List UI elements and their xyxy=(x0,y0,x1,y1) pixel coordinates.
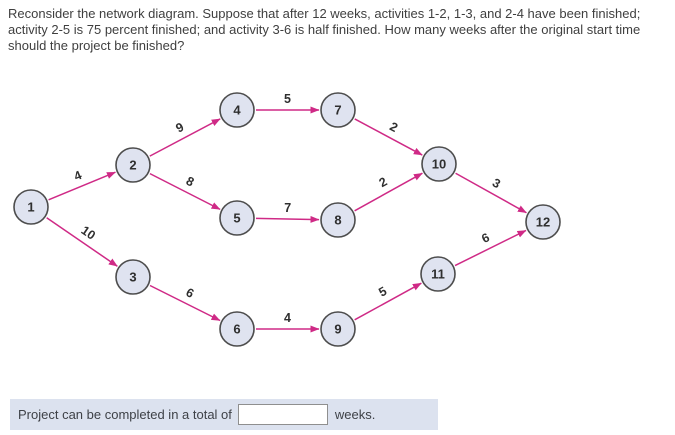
edge-2-5 xyxy=(149,172,221,211)
edge-label-11-12: 6 xyxy=(479,230,491,246)
node-circle xyxy=(13,189,49,225)
edge-8-10 xyxy=(354,172,423,212)
edge-1-2 xyxy=(48,171,116,201)
edge-9-11 xyxy=(354,282,422,321)
node-number: 12 xyxy=(536,215,550,230)
node-circle xyxy=(320,92,356,128)
node-6: 6 xyxy=(219,311,255,347)
node-circle xyxy=(525,204,561,240)
edge-label-3-6: 6 xyxy=(184,285,197,301)
node-5: 5 xyxy=(219,200,255,236)
edge-label-4-7: 5 xyxy=(284,92,291,106)
node-circle xyxy=(219,200,255,236)
answer-suffix: weeks. xyxy=(334,407,376,422)
edge-10-12 xyxy=(455,172,527,214)
node-12: 12 xyxy=(525,204,561,240)
node-number: 7 xyxy=(334,103,341,118)
answer-input[interactable] xyxy=(237,404,328,425)
node-number: 3 xyxy=(129,270,136,285)
node-9: 9 xyxy=(320,311,356,347)
node-7: 7 xyxy=(320,92,356,128)
node-2: 2 xyxy=(115,147,151,183)
node-number: 10 xyxy=(432,157,446,172)
node-4: 4 xyxy=(219,92,255,128)
node-number: 6 xyxy=(233,322,240,337)
edge-label-7-10: 2 xyxy=(387,119,400,135)
edge-label-6-9: 4 xyxy=(284,311,291,325)
node-11: 11 xyxy=(420,256,456,292)
node-number: 5 xyxy=(233,211,240,226)
node-circle xyxy=(421,146,457,182)
edge-label-1-3: 10 xyxy=(79,223,98,242)
answer-bar: Project can be completed in a total of w… xyxy=(10,399,438,430)
node-10: 10 xyxy=(421,146,457,182)
node-circle xyxy=(219,92,255,128)
edge-label-9-11: 5 xyxy=(376,284,389,300)
edge-3-6 xyxy=(149,284,221,322)
node-circle xyxy=(320,311,356,347)
edge-label-5-8: 7 xyxy=(284,201,291,215)
edge-label-10-12: 3 xyxy=(490,176,503,192)
question-text: Reconsider the network diagram. Suppose … xyxy=(8,6,641,53)
edge-5-8 xyxy=(255,215,320,223)
node-circle xyxy=(320,202,356,238)
node-1: 1 xyxy=(13,189,49,225)
node-3: 3 xyxy=(115,259,151,295)
node-number: 11 xyxy=(431,267,445,282)
node-number: 4 xyxy=(233,103,241,118)
node-8: 8 xyxy=(320,202,356,238)
edge-label-1-2: 4 xyxy=(72,168,84,184)
edge-label-8-10: 2 xyxy=(377,175,390,191)
node-circle xyxy=(115,259,151,295)
edge-1-3 xyxy=(46,217,118,267)
edge-2-4 xyxy=(149,118,221,157)
edge-label-2-4: 9 xyxy=(174,120,187,136)
node-number: 8 xyxy=(334,213,341,228)
node-circle xyxy=(420,256,456,292)
edge-label-2-5: 8 xyxy=(184,174,197,190)
node-circle xyxy=(219,311,255,347)
node-number: 2 xyxy=(129,158,136,173)
answer-prefix: Project can be completed in a total of xyxy=(18,407,232,422)
node-circle xyxy=(115,147,151,183)
node-number: 9 xyxy=(334,322,341,337)
edge-11-12 xyxy=(454,229,527,267)
node-number: 1 xyxy=(27,200,34,215)
edge-7-10 xyxy=(354,118,423,156)
